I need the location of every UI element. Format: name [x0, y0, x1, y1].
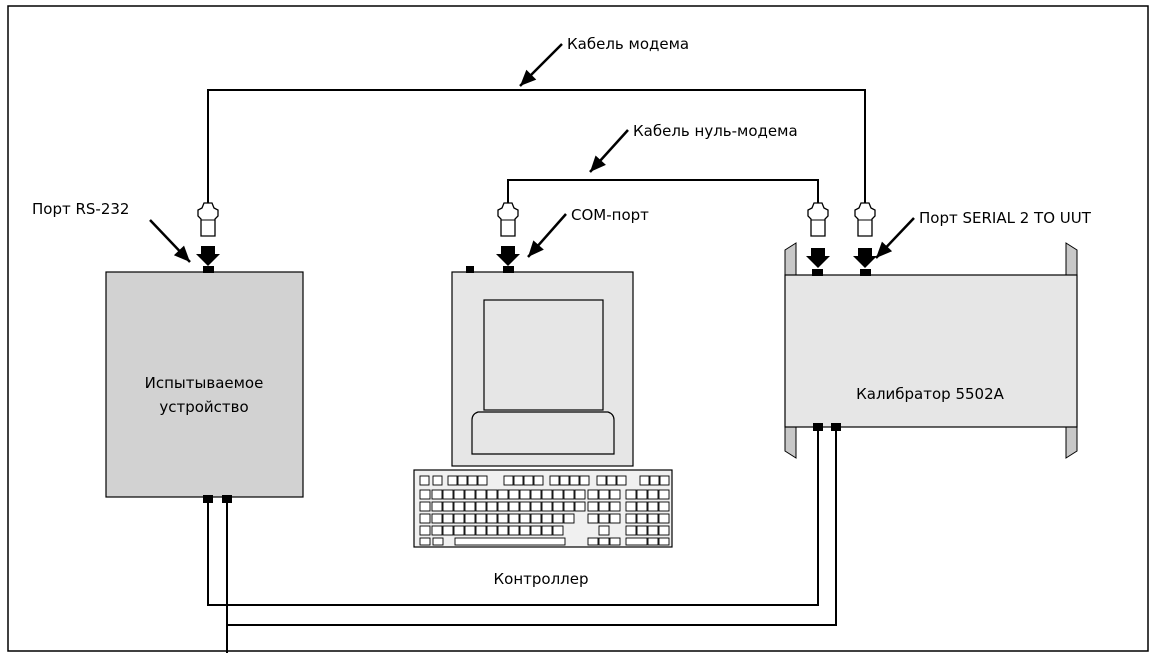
arrow-icon: [196, 246, 220, 266]
calibrator-port-bottom-2: [831, 423, 841, 431]
calibrator-label: Калибратор 5502A: [856, 385, 1005, 403]
serial2-port-pointer-arrow: [875, 217, 915, 259]
calibrator-port-serial2: [860, 269, 871, 276]
db9-connector-icon: [497, 202, 519, 237]
calibrator-box: [784, 274, 1078, 428]
com-port-label: COM-порт: [571, 206, 649, 224]
serial2-port-label: Порт SERIAL 2 TO UUT: [919, 209, 1092, 227]
arrow-icon: [496, 246, 520, 266]
calibrator-port-serial1: [812, 269, 823, 276]
db9-connector-icon: [807, 202, 829, 237]
controller-label: Контроллер: [494, 570, 589, 588]
null-modem-cable-label: Кабель нуль-модема: [633, 122, 798, 140]
uut-port-rs232: [203, 266, 214, 273]
uut-label-line2: устройство: [159, 398, 248, 416]
uut-label-line1: Испытываемое: [145, 374, 264, 392]
db9-connector-icon: [197, 202, 219, 237]
modem-cable: [207, 89, 866, 205]
keyboard-icon: [413, 469, 673, 548]
controller-port-left: [466, 266, 474, 273]
db9-connector-icon: [854, 202, 876, 237]
modem-cable-label: Кабель модема: [567, 35, 689, 53]
bottom-wire-inner-b: [227, 425, 837, 626]
controller-com-port: [503, 266, 514, 273]
uut-box: [105, 271, 304, 498]
arrow-icon: [853, 248, 877, 268]
modem-cable-pointer-arrow: [519, 43, 563, 87]
uut-port-bottom-2: [222, 495, 232, 503]
rs232-port-label: Порт RS-232: [32, 200, 129, 218]
calibrator-port-bottom-1: [813, 423, 823, 431]
rs232-port-pointer-arrow: [149, 219, 191, 263]
uut-port-bottom-1: [203, 495, 213, 503]
arrow-icon: [806, 248, 830, 268]
null-modem-cable: [507, 179, 819, 205]
monitor-icon: [451, 271, 634, 467]
com-port-pointer-arrow: [527, 213, 567, 258]
null-modem-cable-pointer-arrow: [589, 129, 629, 173]
